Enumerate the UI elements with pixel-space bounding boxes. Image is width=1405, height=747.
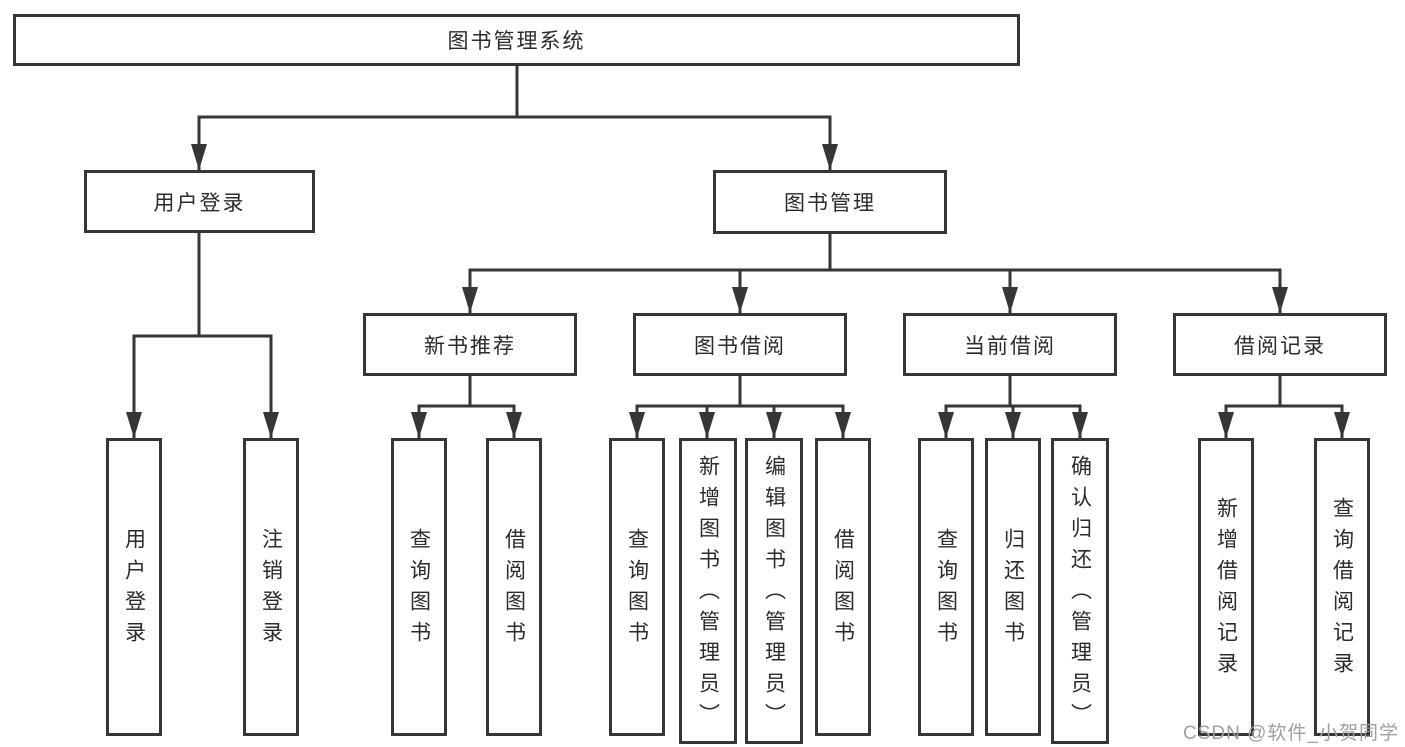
leaf-confirm-return-admin: 确认归还（管理员） (1051, 438, 1109, 744)
leaf-edit-books-admin: 编辑图书（管理员） (745, 438, 803, 744)
watermark: CSDN @软件_小贺同学 (1183, 723, 1399, 744)
node-root-library-system: 图书管理系统 (13, 14, 1020, 66)
node-current-borrowing: 当前借阅 (903, 313, 1117, 376)
node-borrowing-records: 借阅记录 (1173, 313, 1387, 376)
leaf-query-borrow-record: 查询借阅记录 (1314, 438, 1370, 736)
leaf-query-books-current: 查询图书 (918, 438, 974, 736)
node-book-borrowing: 图书借阅 (633, 313, 847, 376)
arrowhead-icons (126, 144, 1350, 438)
node-book-management: 图书管理 (713, 170, 947, 234)
leaf-logout: 注销登录 (243, 438, 299, 736)
leaf-borrow-books-recommend: 借阅图书 (486, 438, 542, 736)
leaf-query-books-recommend: 查询图书 (391, 438, 447, 736)
leaf-borrow-books: 借阅图书 (815, 438, 871, 736)
node-user-login: 用户登录 (84, 170, 315, 233)
leaf-add-borrow-record: 新增借阅记录 (1198, 438, 1254, 736)
leaf-user-login: 用户登录 (106, 438, 162, 736)
leaf-add-books-admin: 新增图书（管理员） (679, 438, 737, 744)
leaf-return-books: 归还图书 (985, 438, 1041, 736)
leaf-query-books-borrowing: 查询图书 (609, 438, 665, 736)
node-new-book-recommend: 新书推荐 (363, 313, 577, 376)
